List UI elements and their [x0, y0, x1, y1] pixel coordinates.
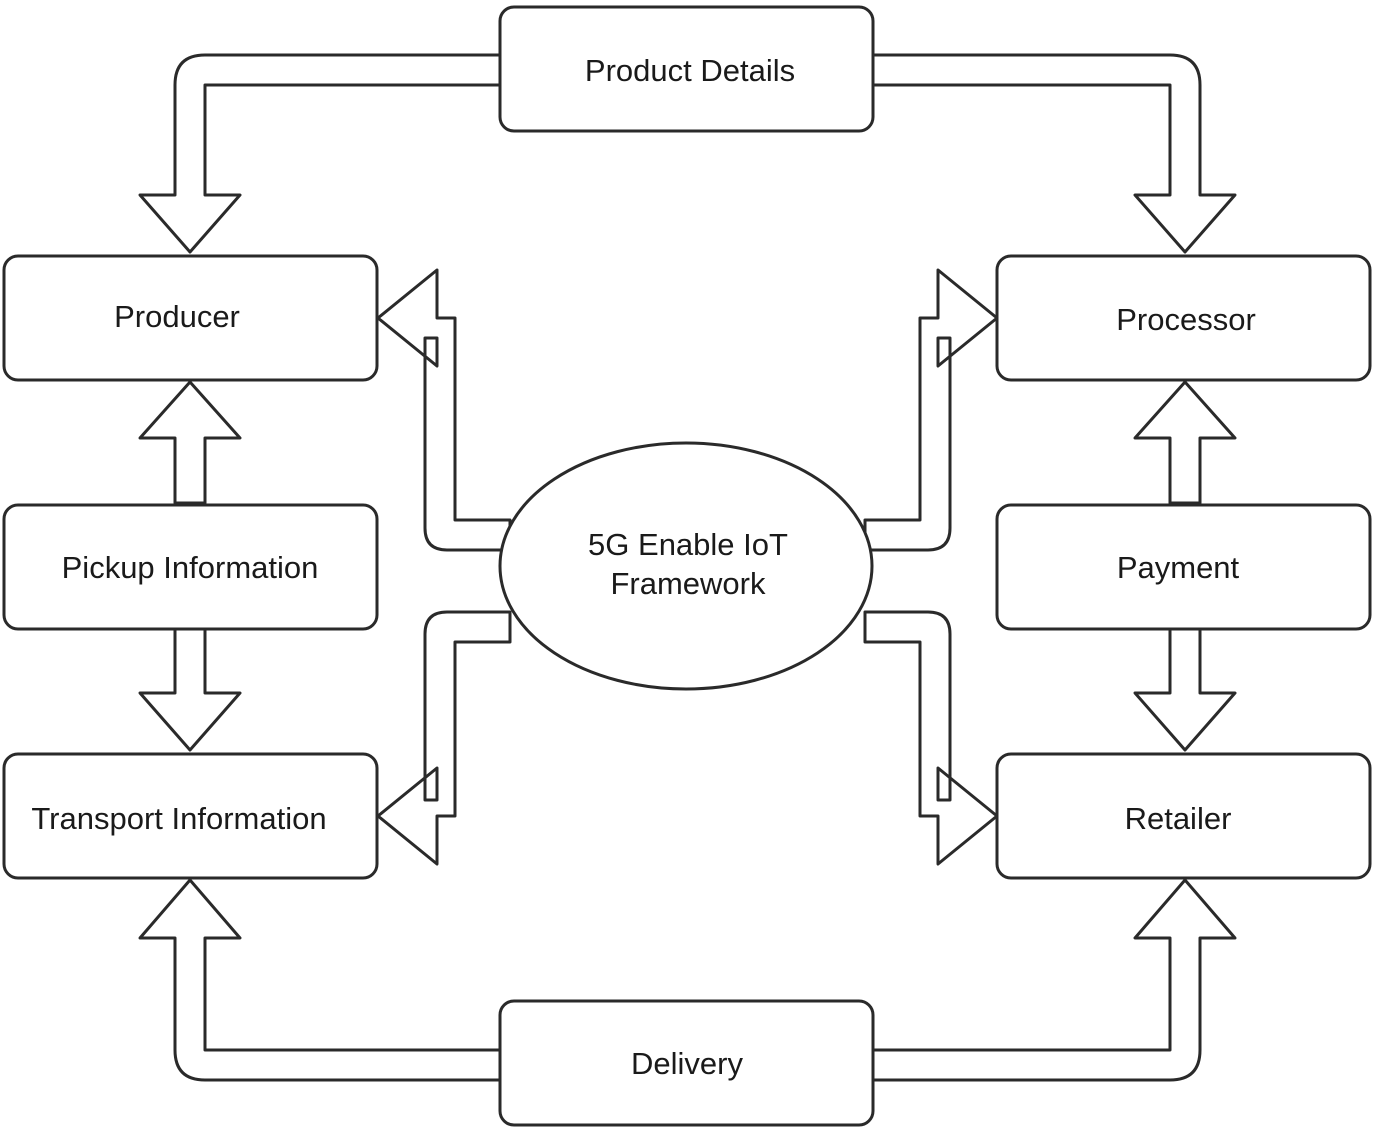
arrow-pickup-to-transport — [138, 627, 242, 752]
arrow-delivery-to-retailer — [871, 878, 1237, 1082]
arrow-product-details-to-processor — [871, 53, 1237, 254]
node-delivery: Delivery — [498, 999, 875, 1127]
hub-label-line1: 5G Enable IoT — [588, 527, 788, 562]
node-retailer: Retailer — [995, 752, 1372, 880]
arrow-payment-to-processor — [1133, 380, 1237, 505]
node-retailer-label: Retailer — [1125, 801, 1232, 836]
hub-5g-iot-framework: 5G Enable IoT Framework — [498, 441, 874, 691]
node-producer: Producer — [2, 254, 379, 382]
node-transport-information: Transport Information — [2, 752, 379, 880]
arrow-hub-to-producer — [376, 268, 512, 552]
node-pickup-information: Pickup Information — [2, 503, 379, 631]
node-payment: Payment — [995, 503, 1372, 631]
node-producer-label: Producer — [114, 299, 240, 334]
arrow-pickup-to-producer — [138, 380, 242, 505]
arrow-payment-to-retailer — [1133, 627, 1237, 752]
node-product-details: Product Details — [498, 5, 875, 133]
node-processor-label: Processor — [1116, 302, 1256, 337]
node-product-details-label: Product Details — [585, 53, 795, 88]
arrow-delivery-to-transport — [138, 878, 502, 1082]
arrow-hub-to-processor — [863, 268, 999, 552]
node-transport-information-label: Transport Information — [31, 801, 326, 836]
node-delivery-label: Delivery — [631, 1046, 743, 1081]
arrow-product-details-to-producer — [138, 53, 502, 254]
arrow-hub-to-retailer — [863, 610, 999, 866]
node-pickup-information-label: Pickup Information — [62, 550, 319, 585]
arrow-hub-to-transport — [376, 610, 512, 866]
node-payment-label: Payment — [1117, 550, 1240, 585]
hub-label-line2: Framework — [610, 566, 766, 601]
node-processor: Processor — [995, 254, 1372, 382]
